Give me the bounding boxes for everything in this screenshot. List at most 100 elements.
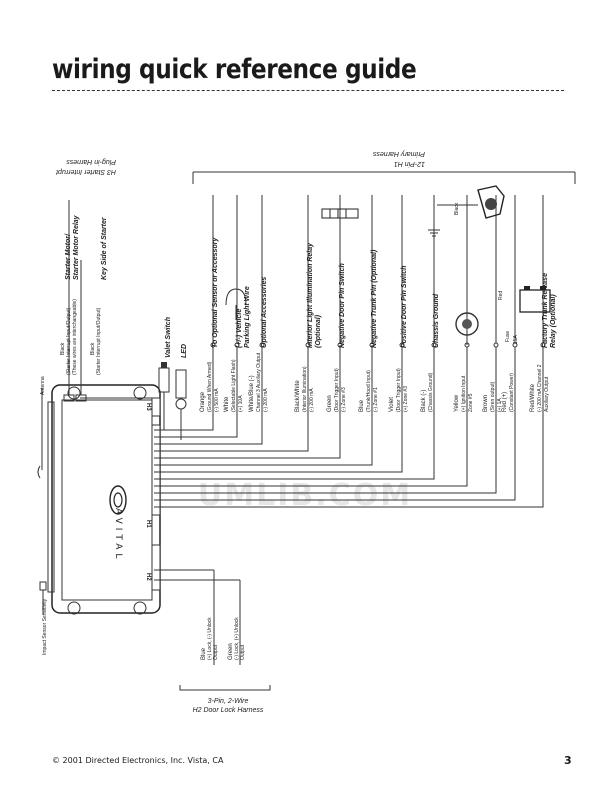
h1-wire-desc-2: (-) Zone #1 [373,387,379,412]
h3-wire-desc: (Starter Interrupt Input/Output) [96,307,102,375]
h1-wire-desc-2: (+) 10A [238,395,244,412]
siren-icon: Black [437,185,505,219]
h2-wire-color: Green [228,643,234,660]
h3-wire-destination: Starter Motor/ [65,233,72,280]
h1-wire-destination: Factory Trunk Release [542,273,549,348]
antenna-label: Antenna [40,376,46,395]
h1-wire [154,195,309,452]
h1-wire-desc-2: Zone #5 [468,393,474,412]
h3-harness-title: H3 Starter Interrupt [55,168,116,175]
h2-wire-desc-2: Output [213,644,219,660]
control-module: AVITAL H1 H2 H3 [47,384,161,615]
h1-wire-destination-2: Relay (Optional) [550,294,557,348]
wire-terminal-icon [431,342,437,348]
h1-wire-desc: (Ground When Armed) [207,361,213,412]
h1-wire-color: Brown [483,395,489,412]
h2-harness-subtitle: H2 Door Lock Harness [193,707,264,714]
h3-wire-destination-2: Starter Motor Relay [73,214,80,280]
wire-terminal-icon [399,342,405,348]
h1-wire-desc: (Siren output) [490,381,496,412]
h1-wire-color: Violet [389,397,395,412]
h1-wire [154,195,516,501]
h1-wire-destination: Positive Door Pin Switch [401,266,408,348]
h1-wire-destination: Negative Door Pin Switch [339,263,346,348]
h2-harness-title: 3-Pin, 2-Wire [208,698,249,705]
door-pin-switch-icon [321,208,359,219]
avital-logo-icon [109,485,127,515]
ignition-switch-icon [455,312,479,345]
h3-wire-color: Black [60,342,66,355]
h1-wire-desc: (Door Trigger Input) [396,368,402,412]
h1-wire-desc: (Constant Power) [509,373,515,412]
footer-copyright: © 2001 Directed Electronics, Inc. Vista,… [52,756,224,765]
h1-wire [154,195,341,459]
h1-wire-color: Orange [200,391,206,412]
wire-terminal-icon [337,342,343,348]
wire-terminal-icon [305,342,311,348]
h1-wire-color: Red/White [530,383,536,412]
h1-wire [154,195,468,487]
h1-wire-desc-2: (-) Zone #3 [341,387,347,412]
valet-switch-label: Valet Switch [165,317,172,358]
wire-terminal-icon [210,342,216,348]
impact-sensor-label: Impact Sensor Sensitivity [42,598,48,655]
h1-wire-desc: (-) 200 mA Channel 2 [537,364,543,412]
impact-sensor: Impact Sensor Sensitivity [39,581,48,655]
h1-wire-color: Blue [359,399,365,412]
h1-wire-desc: (Chassis Ground) [428,372,434,412]
h2-wire-color: Blue [201,647,207,660]
h3-wire-destination: Key Side of Starter [101,216,108,280]
h1-wire-color: Red (+) [502,392,508,412]
bulb-icon [225,288,247,320]
h1-wire-desc-2: (+) Zone #3 [403,386,409,412]
h1-wire-destination: Chassis Ground [433,293,440,348]
h2-door-lock-harness: 3-Pin, 2-Wire H2 Door Lock Harness Blue(… [154,569,271,714]
h1-wire-color: White [224,396,230,412]
h1-harness-header: 12-Pin H1 Primary Harness [192,150,576,184]
page-number: 3 [564,754,572,767]
watermark: UMLIB.COM [198,478,412,513]
h3-starter-harness: H3 Starter Interrupt Plug-in Harness Bla… [55,158,154,402]
h1-wire-desc-2: (-) 200 mA [309,388,315,412]
h1-connector-label: H1 [145,520,151,528]
h1-wire-destination: Interior Light Illumination Relay [307,242,314,348]
h1-wire-desc-2: Auxiliary Output [544,376,550,412]
wire-terminal-icon [540,342,546,348]
h1-wire-destination: Negative Trunk Pin (Optional) [371,249,378,348]
h1-wire [154,195,238,438]
h2-connector-label: H2 [145,573,151,581]
h2-wire-desc: (-) Lock, (+) Unlock [234,617,240,660]
h3-wire-desc-2: (These wires are interchangeable) [72,299,78,375]
siren-wire-label: Black [454,202,460,215]
h1-wire [154,195,403,473]
h1-wire-desc: Channel 3 Auxiliary Output [256,352,262,412]
h1-wire-desc: (+) Ignition Input [461,375,467,412]
wire-terminal-icon [259,342,265,348]
h1-wire [154,195,497,494]
led: LED [175,344,188,440]
h3-wire-color: Black [90,342,96,355]
h1-wire-color: Yellow [454,394,460,412]
ground-icon [428,200,440,237]
h1-harness-title: 12-Pin H1 [394,160,425,167]
h1-wire-destination: (+/-) Vehicle [236,309,243,348]
power-wire-label: Red [498,291,504,300]
fuse-label: Fuse [505,331,511,342]
h1-wire-destination: Optional Accessories [261,277,268,348]
h1-wire-destination: To Optional Sensor or Accessory [212,237,219,348]
h1-wire-destination-2: (Optional) [315,314,322,348]
h1-wire-color: Green [327,395,333,412]
h1-wire-color: Black/White [295,380,301,412]
h1-wire-desc-2: (-) 200 mA [263,388,269,412]
h1-wire [154,195,263,445]
h1-wire [154,195,214,431]
fuse-rating-label: 15A [513,334,519,344]
h3-harness-subtitle: Plug-in Harness [66,158,116,165]
wire-terminal-icon [234,342,240,348]
h2-wire-desc: (+) Lock, (-) Unlock [207,617,213,660]
h1-wire-color: White/Blue (-) [249,375,255,412]
h1-wire-desc-2: (+) 1A [497,398,503,412]
page-title: wiring quick reference guide [52,54,417,85]
